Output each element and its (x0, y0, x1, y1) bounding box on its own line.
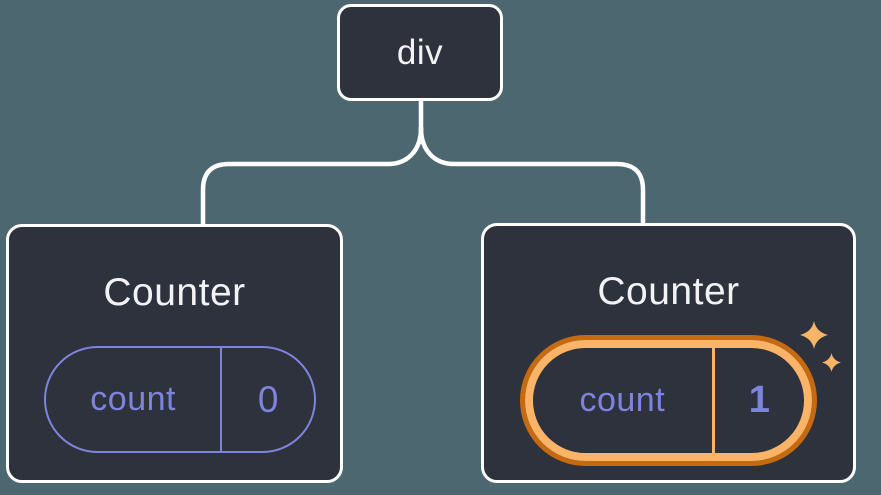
state-pill-value-segment: 1 (715, 348, 804, 453)
state-pill: count 0 (44, 346, 316, 453)
state-name: count (90, 380, 176, 418)
root-node-label: div (396, 32, 444, 72)
counter-card-unchanged: Counter count 0 (6, 224, 343, 483)
state-pill-label-segment: count (533, 348, 715, 453)
sparkle-icon (822, 353, 841, 372)
state-value: 1 (748, 379, 770, 421)
sparkle-icon (800, 321, 828, 349)
state-pill-label-segment: count (46, 348, 223, 451)
state-name: count (579, 381, 666, 419)
state-pill-highlight-ring: count 1 (520, 335, 817, 466)
root-node-div: div (337, 4, 503, 101)
counter-card-title: Counter (597, 270, 740, 313)
state-value: 0 (257, 378, 279, 420)
state-pill-highlight-ring-inner: count 1 (525, 340, 812, 461)
counter-card-title: Counter (103, 271, 246, 314)
state-pill-highlighted: count 1 (533, 348, 804, 453)
counter-card-updated: Counter count 1 (481, 223, 856, 483)
state-pill-value-segment: 0 (222, 348, 314, 451)
